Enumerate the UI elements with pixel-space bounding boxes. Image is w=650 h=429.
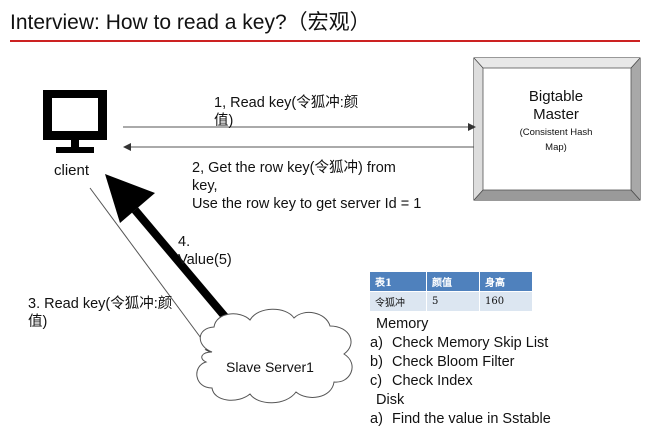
lookup-steps-list: Memory a) Check Memory Skip List b) Check … (370, 315, 551, 429)
step3-label: 3. Read key(令狐冲:颜 值) (28, 295, 172, 331)
list-item: b) Check Bloom Filter (370, 353, 551, 372)
table-cell: 5 (426, 291, 480, 311)
step3-line1: 3. Read key(令狐冲:颜 (28, 296, 173, 312)
step4-line2: Value(5) (178, 252, 232, 268)
step4-label: 4. Value(5) (178, 233, 232, 269)
client-label: client (54, 162, 90, 179)
list-item: a) Check Memory Skip List (370, 334, 551, 353)
memory-heading: Memory (376, 316, 429, 332)
master-label: Bigtable Master (Consistent Hash Map) (478, 88, 634, 154)
list-item-text: Check Bloom Filter (392, 354, 515, 370)
step1-label: 1, Read key(令狐冲:颜 值) (214, 94, 358, 130)
table-cell: 160 (479, 291, 532, 311)
disk-heading: Disk (376, 392, 405, 408)
table-cell: 令狐冲 (369, 291, 427, 311)
table-header: 身高 (479, 272, 532, 292)
table-header-row: 表1 颜值 身高 (369, 272, 532, 292)
master-title-line1: Bigtable (528, 88, 584, 105)
arrow-return-value (105, 174, 236, 328)
step2-line1: 2, Get the row key(令狐冲) from (192, 160, 396, 176)
master-title-line2: Master (533, 106, 579, 123)
list-marker: b) (370, 354, 383, 370)
master-box (473, 57, 641, 201)
master-subtitle-line1: (Consistent Hash (519, 127, 593, 138)
computer-icon (43, 90, 107, 153)
list-marker: c) (370, 373, 383, 389)
list-marker: a) (370, 411, 383, 427)
table-header: 表1 (369, 272, 427, 292)
step2-label: 2, Get the row key(令狐冲) from key, Use th… (192, 159, 421, 213)
arrow-read-key-slave (89, 187, 213, 354)
page-title: Interview: How to read a key?（宏观） (10, 11, 371, 34)
list-item: a) Find the value in Sstable (370, 410, 551, 429)
step3-line2: 值) (28, 314, 48, 330)
slave-cloud (196, 308, 353, 404)
step2-line2: key, (192, 178, 218, 194)
table-row: 令狐冲 5 160 (369, 291, 532, 311)
list-item: c) Check Index (370, 372, 551, 391)
list-item-text: Find the value in Sstable (392, 411, 551, 427)
list-marker: a) (370, 335, 383, 351)
master-subtitle-line2: Map) (545, 142, 567, 153)
step4-line1: 4. (178, 234, 191, 250)
step2-line3: Use the row key to get server Id = 1 (192, 196, 422, 212)
list-item-text: Check Index (392, 373, 473, 389)
table-header: 颜值 (426, 272, 480, 292)
step1-line2: 值) (214, 113, 234, 129)
slave-server-label: Slave Server1 (226, 359, 314, 375)
step1-line1: 1, Read key(令狐冲:颜 (214, 95, 359, 111)
data-table: 表1 颜值 身高 令狐冲 5 160 (369, 272, 532, 311)
title-divider (10, 40, 640, 42)
list-item-text: Check Memory Skip List (392, 335, 549, 351)
